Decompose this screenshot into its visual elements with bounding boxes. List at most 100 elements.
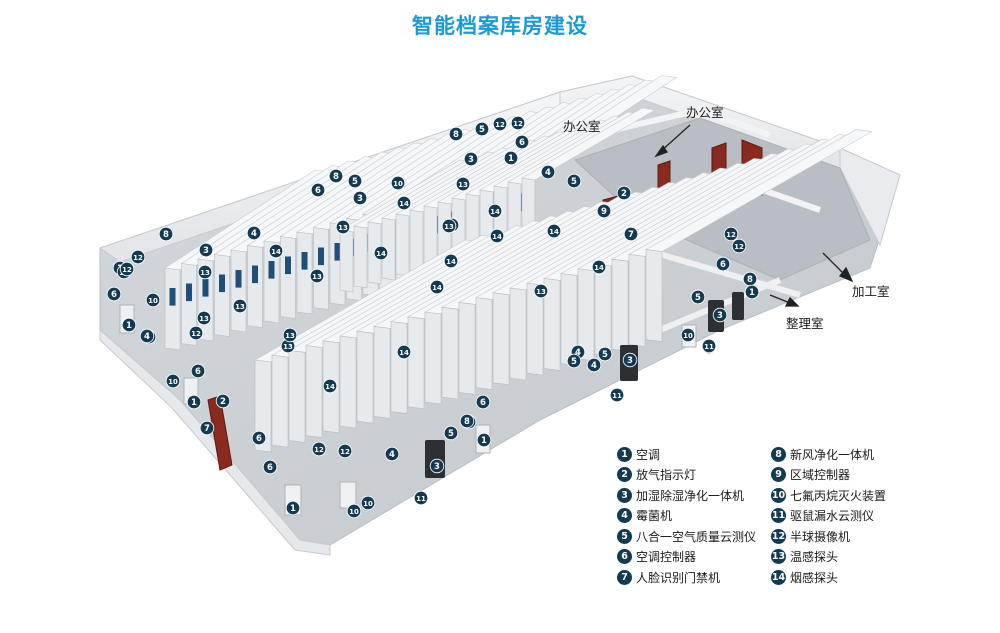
legend-label: 半球摄像机 bbox=[790, 529, 851, 544]
marker-number: 7 bbox=[204, 424, 210, 434]
device-marker: 6 bbox=[262, 459, 278, 475]
marker-number: 4 bbox=[389, 450, 395, 460]
marker-number: 13 bbox=[312, 273, 322, 281]
device-marker: 13 bbox=[197, 264, 213, 280]
marker-circle bbox=[262, 459, 278, 475]
device-marker: 11 bbox=[413, 490, 429, 506]
marker-circle bbox=[328, 168, 344, 184]
marker-number: 14 bbox=[490, 208, 500, 216]
marker-number: 4 bbox=[575, 348, 581, 358]
device-marker: 6 bbox=[475, 394, 491, 410]
device-marker: 10 bbox=[346, 503, 362, 519]
marker-number: 5 bbox=[602, 350, 608, 360]
marker-circle bbox=[139, 328, 155, 344]
marker-number: 13 bbox=[200, 269, 210, 277]
shelf-face bbox=[356, 330, 374, 424]
device-marker: 14 bbox=[396, 195, 412, 211]
device-marker: 14 bbox=[546, 223, 562, 239]
marker-circle bbox=[396, 344, 412, 360]
shelf-face bbox=[339, 229, 354, 293]
device-marker: 10 bbox=[165, 373, 181, 389]
legend-number-badge: 3 bbox=[617, 487, 632, 503]
marker-circle bbox=[690, 289, 706, 305]
marker-circle bbox=[487, 203, 503, 219]
device-marker: 6 bbox=[715, 256, 731, 272]
marker-number: 8 bbox=[747, 275, 753, 285]
marker-number: 12 bbox=[314, 446, 324, 454]
legend-number-badge: 14 bbox=[771, 569, 786, 585]
marker-circle bbox=[246, 225, 262, 241]
legend-label: 霉菌机 bbox=[636, 509, 673, 524]
marker-circle bbox=[145, 292, 161, 308]
marker-number: 3 bbox=[717, 311, 723, 321]
shelf-control-panel bbox=[318, 247, 324, 266]
marker-circle bbox=[215, 393, 231, 409]
shelf-face bbox=[271, 354, 289, 448]
shelf-face bbox=[475, 297, 493, 390]
device-marker: 14 bbox=[487, 203, 503, 219]
shelf-control-panel bbox=[268, 261, 275, 279]
marker-circle bbox=[121, 317, 137, 333]
shelf-control-panel bbox=[301, 252, 308, 270]
legend-label: 烟感探头 bbox=[790, 570, 839, 585]
room-label-processing: 加工室 bbox=[852, 284, 890, 299]
device-marker: 6 bbox=[106, 286, 122, 302]
marker-circle bbox=[591, 259, 607, 275]
device-marker: 3 bbox=[198, 242, 214, 258]
marker-circle bbox=[616, 185, 632, 201]
shelf-face bbox=[628, 254, 646, 347]
marker-number: 5 bbox=[448, 429, 454, 439]
marker-number: 13 bbox=[338, 224, 348, 232]
marker-circle bbox=[566, 353, 582, 369]
device-marker: 1 bbox=[744, 284, 760, 300]
marker-number: 13 bbox=[235, 303, 245, 311]
legend-number-badge: 2 bbox=[617, 467, 632, 483]
shelf-face bbox=[390, 321, 408, 414]
shelf-face bbox=[543, 278, 561, 371]
marker-number: 10 bbox=[393, 180, 403, 188]
shelf-face bbox=[594, 263, 612, 357]
marker-circle bbox=[429, 279, 445, 295]
device-marker: 13 bbox=[280, 338, 296, 354]
marker-number: 13 bbox=[458, 181, 468, 189]
shelf-face bbox=[409, 209, 424, 273]
legend-number-badge: 5 bbox=[617, 528, 632, 544]
marker-number: 4 bbox=[144, 332, 150, 342]
device-marker: 13 bbox=[196, 310, 212, 326]
device-marker: 7 bbox=[199, 420, 215, 436]
device-marker: 4 bbox=[540, 164, 556, 180]
shelf-face bbox=[353, 225, 368, 289]
marker-circle bbox=[373, 245, 389, 261]
shelf-face bbox=[509, 287, 527, 381]
legend-label: 放气指示灯 bbox=[636, 468, 697, 483]
marker-number: 12 bbox=[513, 120, 523, 128]
marker-circle bbox=[586, 357, 602, 373]
legend-label: 新风净化一体机 bbox=[790, 447, 875, 462]
marker-number: 13 bbox=[444, 223, 454, 231]
device-marker: 5 bbox=[443, 425, 459, 441]
marker-number: 6 bbox=[256, 434, 262, 444]
device-marker: 4 bbox=[586, 357, 602, 373]
shelf-face bbox=[424, 311, 442, 405]
marker-number: 11 bbox=[612, 392, 622, 400]
marker-circle bbox=[540, 164, 556, 180]
marker-circle bbox=[232, 298, 248, 314]
marker-number: 3 bbox=[627, 356, 633, 366]
marker-number: 14 bbox=[446, 258, 456, 266]
marker-circle bbox=[285, 500, 301, 516]
device-marker: 8 bbox=[448, 126, 464, 142]
marker-circle bbox=[390, 175, 406, 191]
marker-circle bbox=[337, 443, 353, 459]
marker-circle bbox=[623, 226, 639, 242]
marker-circle bbox=[622, 352, 638, 368]
marker-circle bbox=[188, 325, 204, 341]
marker-number: 12 bbox=[340, 448, 350, 456]
marker-number: 1 bbox=[749, 288, 755, 298]
device-marker: 13 bbox=[232, 298, 248, 314]
device-markers: 8512126318563101345144138314141314121121… bbox=[106, 115, 760, 519]
device-marker: 14 bbox=[322, 378, 338, 394]
shelf-face bbox=[395, 213, 410, 277]
